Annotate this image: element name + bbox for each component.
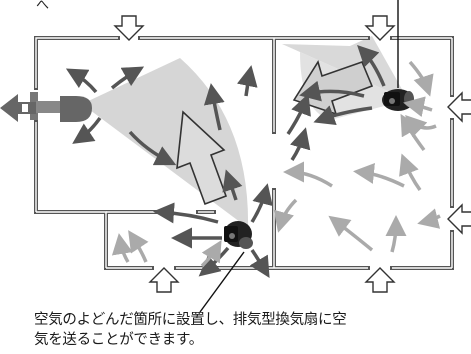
circulator-device-bottom bbox=[224, 221, 253, 249]
callout-line-bottom bbox=[199, 251, 245, 313]
exhaust-dash bbox=[22, 104, 28, 112]
inlet-arrows bbox=[113, 15, 471, 293]
inlet-arrow-bottom-right bbox=[364, 267, 396, 293]
airflow-fan-left bbox=[82, 58, 249, 228]
exhaust-arrow-icon bbox=[0, 94, 36, 122]
inlet-arrow-right-lower bbox=[447, 203, 471, 235]
diagram-caption: 空気のよどんだ箇所に設置し、排気型換気扇に空 気を送ることができます。 bbox=[34, 310, 464, 350]
inlet-arrow-bottom-left bbox=[148, 267, 180, 293]
big-arrow-center bbox=[176, 110, 228, 206]
inlet-arrow-top-left bbox=[113, 15, 145, 41]
inlet-arrow-top-right bbox=[364, 15, 396, 41]
caption-line-2: 気を送ることができます。 bbox=[34, 332, 203, 348]
caption-line-1: 空気のよどんだ箇所に設置し、排気型換気扇に空 bbox=[34, 312, 347, 328]
inlet-arrow-right-upper bbox=[447, 91, 471, 123]
airflow-arrows-light bbox=[111, 60, 441, 268]
top-heading-fragment: へ bbox=[36, 0, 49, 13]
exhaust-fan bbox=[30, 92, 92, 122]
circulator-device-right bbox=[382, 89, 414, 111]
